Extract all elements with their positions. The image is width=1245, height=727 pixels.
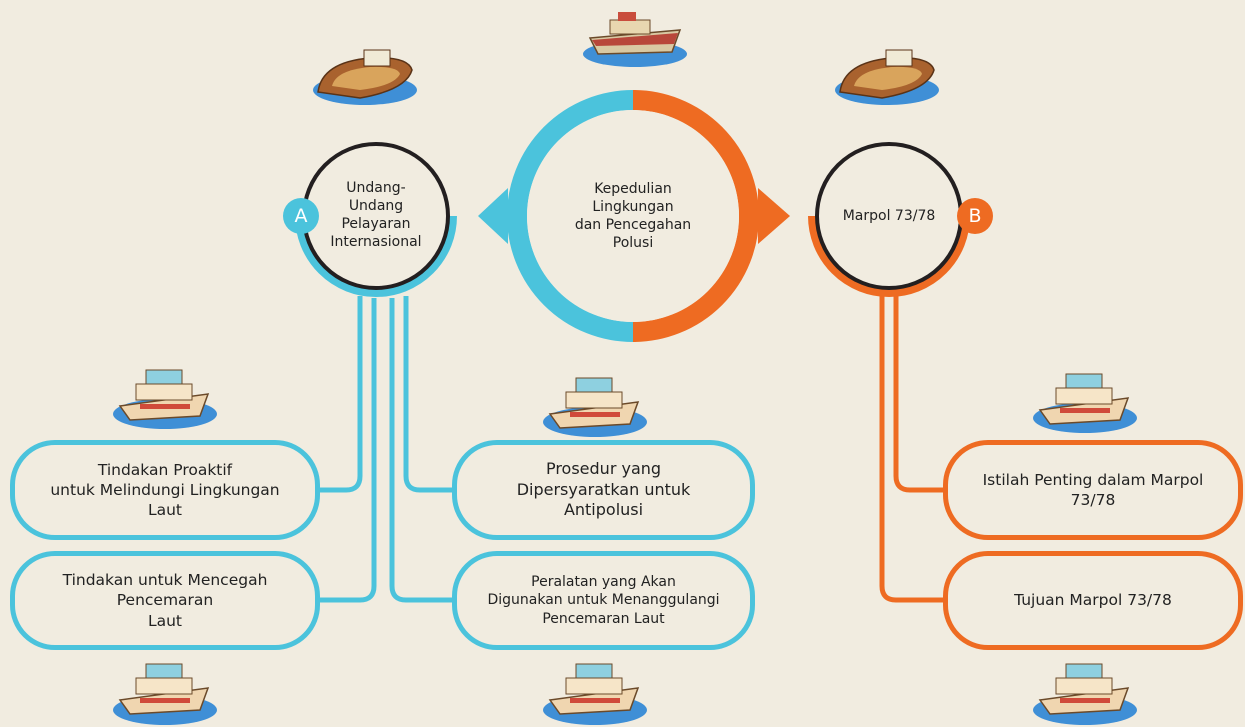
arrow-right-icon: [746, 188, 790, 244]
badge-a: A: [283, 198, 319, 234]
item-prosedur: Prosedur yang Dipersyaratkan untuk Antip…: [452, 440, 755, 540]
connector-a-4: [403, 296, 454, 493]
boat-icon: [113, 663, 217, 725]
connector-b-2: [879, 296, 945, 603]
boat-icon: [1033, 373, 1137, 433]
boat-icon: [835, 49, 939, 105]
item-mencegah: Tindakan untuk Mencegah Pencemaran Laut: [10, 551, 320, 650]
item-istilah: Istilah Penting dalam Marpol 73/78: [943, 440, 1243, 540]
connector-a-2: [318, 298, 377, 603]
arrow-left-icon: [478, 188, 520, 244]
connector-a-1: [318, 296, 363, 493]
boat-icon: [1033, 663, 1137, 725]
boat-icon: [313, 49, 417, 105]
right-node-title: Marpol 73/78: [842, 207, 936, 224]
boat-icon: [113, 369, 217, 429]
item-peralatan: Peralatan yang Akan Digunakan untuk Mena…: [452, 551, 755, 650]
connector-a-3: [389, 298, 454, 603]
left-node-title: Undang- Undang Pelayaran Internasional: [330, 179, 422, 251]
boat-icon: [543, 377, 647, 437]
boat-icon: [583, 12, 687, 67]
item-proaktif: Tindakan Proaktif untuk Melindungi Lingk…: [10, 440, 320, 540]
center-title: Kepedulian Lingkungan dan Pencegahan Pol…: [574, 180, 692, 252]
boat-icon: [543, 663, 647, 725]
item-tujuan: Tujuan Marpol 73/78: [943, 551, 1243, 650]
badge-b: B: [957, 198, 993, 234]
connector-b-1: [893, 296, 945, 493]
